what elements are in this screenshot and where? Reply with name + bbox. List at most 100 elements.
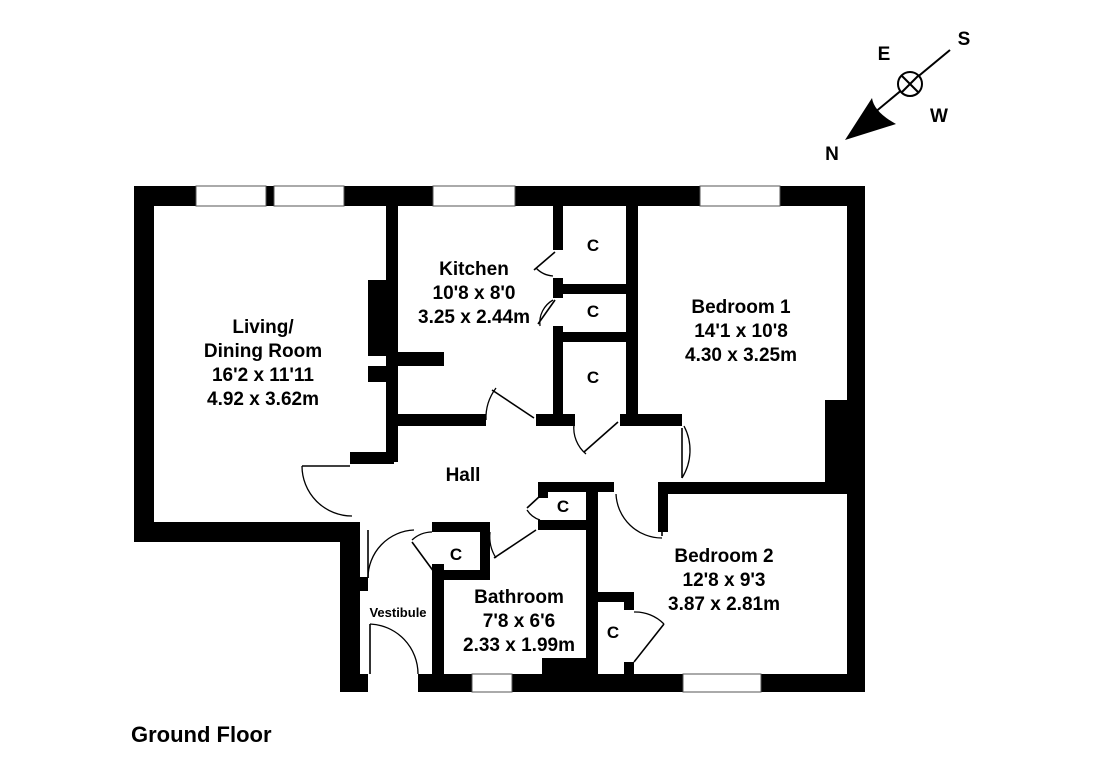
door-cupboard5-swing	[411, 531, 433, 541]
wall-hall-c-left	[538, 482, 548, 498]
window-bedroom2	[682, 673, 762, 693]
vestibule-label: Vestibule	[369, 605, 426, 620]
wall-cupboard-bottom	[553, 414, 575, 426]
compass-e-label: E	[878, 44, 891, 65]
cupboard-label-4: C	[557, 497, 569, 516]
door-cupboard1-leaf	[533, 251, 556, 271]
kitchen-imperial: 10'8 x 8'0	[433, 283, 516, 304]
bedroom2-name: Bedroom 2	[674, 546, 773, 567]
bedroom2-imperial: 12'8 x 9'3	[683, 570, 766, 591]
wall-bedroom2-cupboard-base	[624, 662, 634, 674]
wall-cupboard-left-top	[553, 206, 563, 250]
wall-cupboard-left-low	[553, 326, 563, 424]
wall-bedroom1-hall-left	[620, 414, 682, 426]
wall-vestibule-left-upper	[340, 522, 360, 577]
wall-living-hall	[350, 452, 394, 464]
windows	[195, 185, 781, 693]
window-kitchen	[432, 185, 516, 207]
living-imperial: 16'2 x 11'11	[212, 365, 314, 386]
wall-vestibule-left-lower	[340, 577, 360, 692]
door-living-swing	[301, 465, 353, 517]
door-front-swing	[369, 623, 419, 675]
window-living-2	[273, 185, 345, 207]
wall-kitchen-stub	[392, 352, 444, 366]
door-bathroom-leaf	[493, 529, 537, 559]
room-bedroom2: Bedroom 2 12'8 x 9'3 3.87 x 2.81m	[668, 546, 780, 615]
floor-label: Ground Floor	[131, 722, 272, 747]
wall-right-pier	[825, 400, 865, 485]
door-bathroom-swing	[489, 531, 497, 559]
cupboard-label-1: C	[587, 236, 599, 255]
door-kitchen-swing	[485, 387, 497, 421]
living-name-1: Living/	[232, 317, 294, 338]
wall-hall-cupboard-right	[480, 522, 490, 580]
compass-w-label: W	[930, 106, 948, 127]
door-kitchen-leaf	[491, 389, 535, 419]
door-cupboard1-swing	[535, 267, 554, 277]
chimney-breast-2	[368, 322, 392, 356]
room-bedroom1: Bedroom 1 14'1 x 10'8 4.30 x 3.25m	[685, 297, 797, 366]
living-name-2: Dining Room	[204, 341, 322, 362]
compass-n-label: N	[825, 144, 839, 165]
wall-vestibule-right	[432, 564, 444, 674]
door-cupboard6-leaf	[633, 623, 665, 663]
cupboard-label-5: C	[450, 545, 462, 564]
wall-hall-cupboard-bottom	[432, 570, 490, 580]
wall-hall-c-bottom	[538, 520, 598, 530]
room-kitchen: Kitchen 10'8 x 8'0 3.25 x 2.44m	[418, 259, 530, 328]
wall-left	[134, 186, 154, 542]
door-cupboard6-swing	[633, 611, 665, 625]
bedroom1-metric: 4.30 x 3.25m	[685, 345, 797, 366]
kitchen-name: Kitchen	[439, 259, 509, 280]
door-bedroom2-swing	[615, 493, 663, 539]
bathroom-name: Bathroom	[474, 587, 564, 608]
cupboard-label-3: C	[587, 368, 599, 387]
wall-cupboard-right	[626, 206, 638, 424]
door-cupboard4-leaf	[526, 495, 541, 509]
room-bathroom: Bathroom 7'8 x 6'6 2.33 x 1.99m	[463, 587, 575, 656]
bedroom1-imperial: 14'1 x 10'8	[694, 321, 788, 342]
bathroom-metric: 2.33 x 1.99m	[463, 635, 575, 656]
bedroom2-metric: 3.87 x 2.81m	[668, 594, 780, 615]
wall-hall-c-top	[538, 482, 614, 492]
wall-bedroom2-cupboard-right	[624, 592, 634, 610]
door-cupboard4-swing	[526, 509, 541, 521]
wall-kitchen-bottom-left	[392, 414, 486, 426]
door-cupboard5-leaf	[411, 541, 435, 573]
hall-label: Hall	[446, 465, 481, 486]
wall-living-bottom	[134, 522, 360, 542]
chimney-breast-1	[368, 280, 392, 322]
compass-cross-b	[900, 74, 920, 94]
cupboard-label-2: C	[587, 302, 599, 321]
interior-walls	[350, 206, 865, 674]
door-cupboard3-leaf	[583, 421, 619, 453]
chimney-breast-3	[368, 366, 392, 382]
door-vestibule-inner-swing	[367, 529, 415, 579]
wall-bedroom2-left-door-jamb	[658, 482, 668, 532]
living-metric: 4.92 x 3.62m	[207, 389, 319, 410]
wall-bottom-left-stub	[340, 674, 368, 692]
north-arrow-icon	[845, 98, 896, 140]
wall-bedroom1-bottom	[664, 482, 865, 494]
doors	[301, 251, 691, 675]
cupboard-label-6: C	[607, 623, 619, 642]
window-bathroom	[471, 673, 513, 693]
wall-bedroom2-left	[586, 482, 598, 674]
window-bedroom1	[699, 185, 781, 207]
room-living: Living/ Dining Room 16'2 x 11'11 4.92 x …	[204, 317, 322, 410]
door-cupboard3-swing	[573, 423, 587, 455]
bedroom1-name: Bedroom 1	[691, 297, 791, 318]
window-living-1	[195, 185, 267, 207]
door-cupboard2-swing	[539, 299, 554, 327]
bath-fitting	[542, 658, 588, 674]
wall-bedroom1-hall-vert	[670, 414, 682, 426]
bathroom-imperial: 7'8 x 6'6	[483, 611, 555, 632]
wall-hall-cupboard-top	[432, 522, 490, 532]
wall-bedroom2-cupboard-top	[596, 592, 632, 602]
wall-cupboard-div-2	[553, 332, 638, 342]
kitchen-metric: 3.25 x 2.44m	[418, 307, 530, 328]
door-cupboard2-leaf	[537, 299, 556, 325]
door-bedroom1-swing	[681, 425, 691, 479]
compass-s-label: S	[958, 29, 971, 50]
